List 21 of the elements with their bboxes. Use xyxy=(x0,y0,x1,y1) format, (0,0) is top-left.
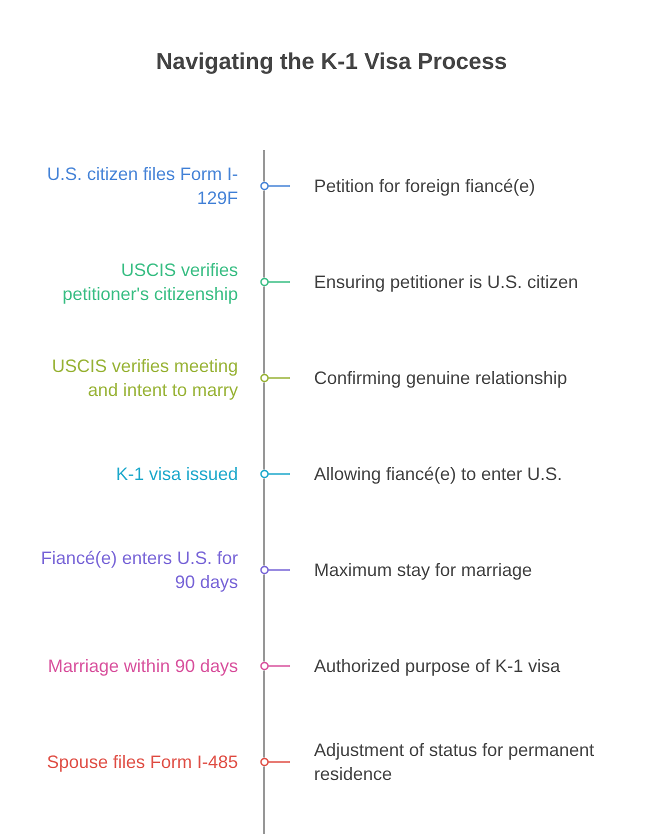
step-title: USCIS verifies petitioner's citizenship xyxy=(61,259,238,306)
timeline-line xyxy=(263,478,265,566)
step-title: USCIS verifies meeting and intent to marry xyxy=(50,355,238,402)
step-description: Ensuring petitioner is U.S. citizen xyxy=(314,271,580,294)
step-description: Allowing fiancé(e) to enter U.S. xyxy=(314,463,564,486)
step-title: Spouse files Form I-485 xyxy=(46,751,238,774)
step-description: Authorized purpose of K-1 visa xyxy=(314,655,562,678)
step-title: K-1 visa issued xyxy=(114,463,238,486)
timeline-line xyxy=(263,382,265,470)
step-title: Fiancé(e) enters U.S. for 90 days xyxy=(40,547,238,594)
timeline-line xyxy=(263,286,265,374)
step-description: Maximum stay for marriage xyxy=(314,559,534,582)
step-title: Marriage within 90 days xyxy=(46,655,238,678)
step-title: U.S. citizen files Form I-129F xyxy=(46,163,238,210)
step-description: Adjustment of status for permanent residence xyxy=(314,739,596,786)
timeline-line xyxy=(263,574,265,662)
step-description: Petition for foreign fiancé(e) xyxy=(314,175,536,198)
diagram-title: Navigating the K-1 Visa Process xyxy=(156,48,508,75)
step-description: Confirming genuine relationship xyxy=(314,367,568,390)
timeline-line xyxy=(263,670,265,758)
timeline-line xyxy=(263,190,265,278)
